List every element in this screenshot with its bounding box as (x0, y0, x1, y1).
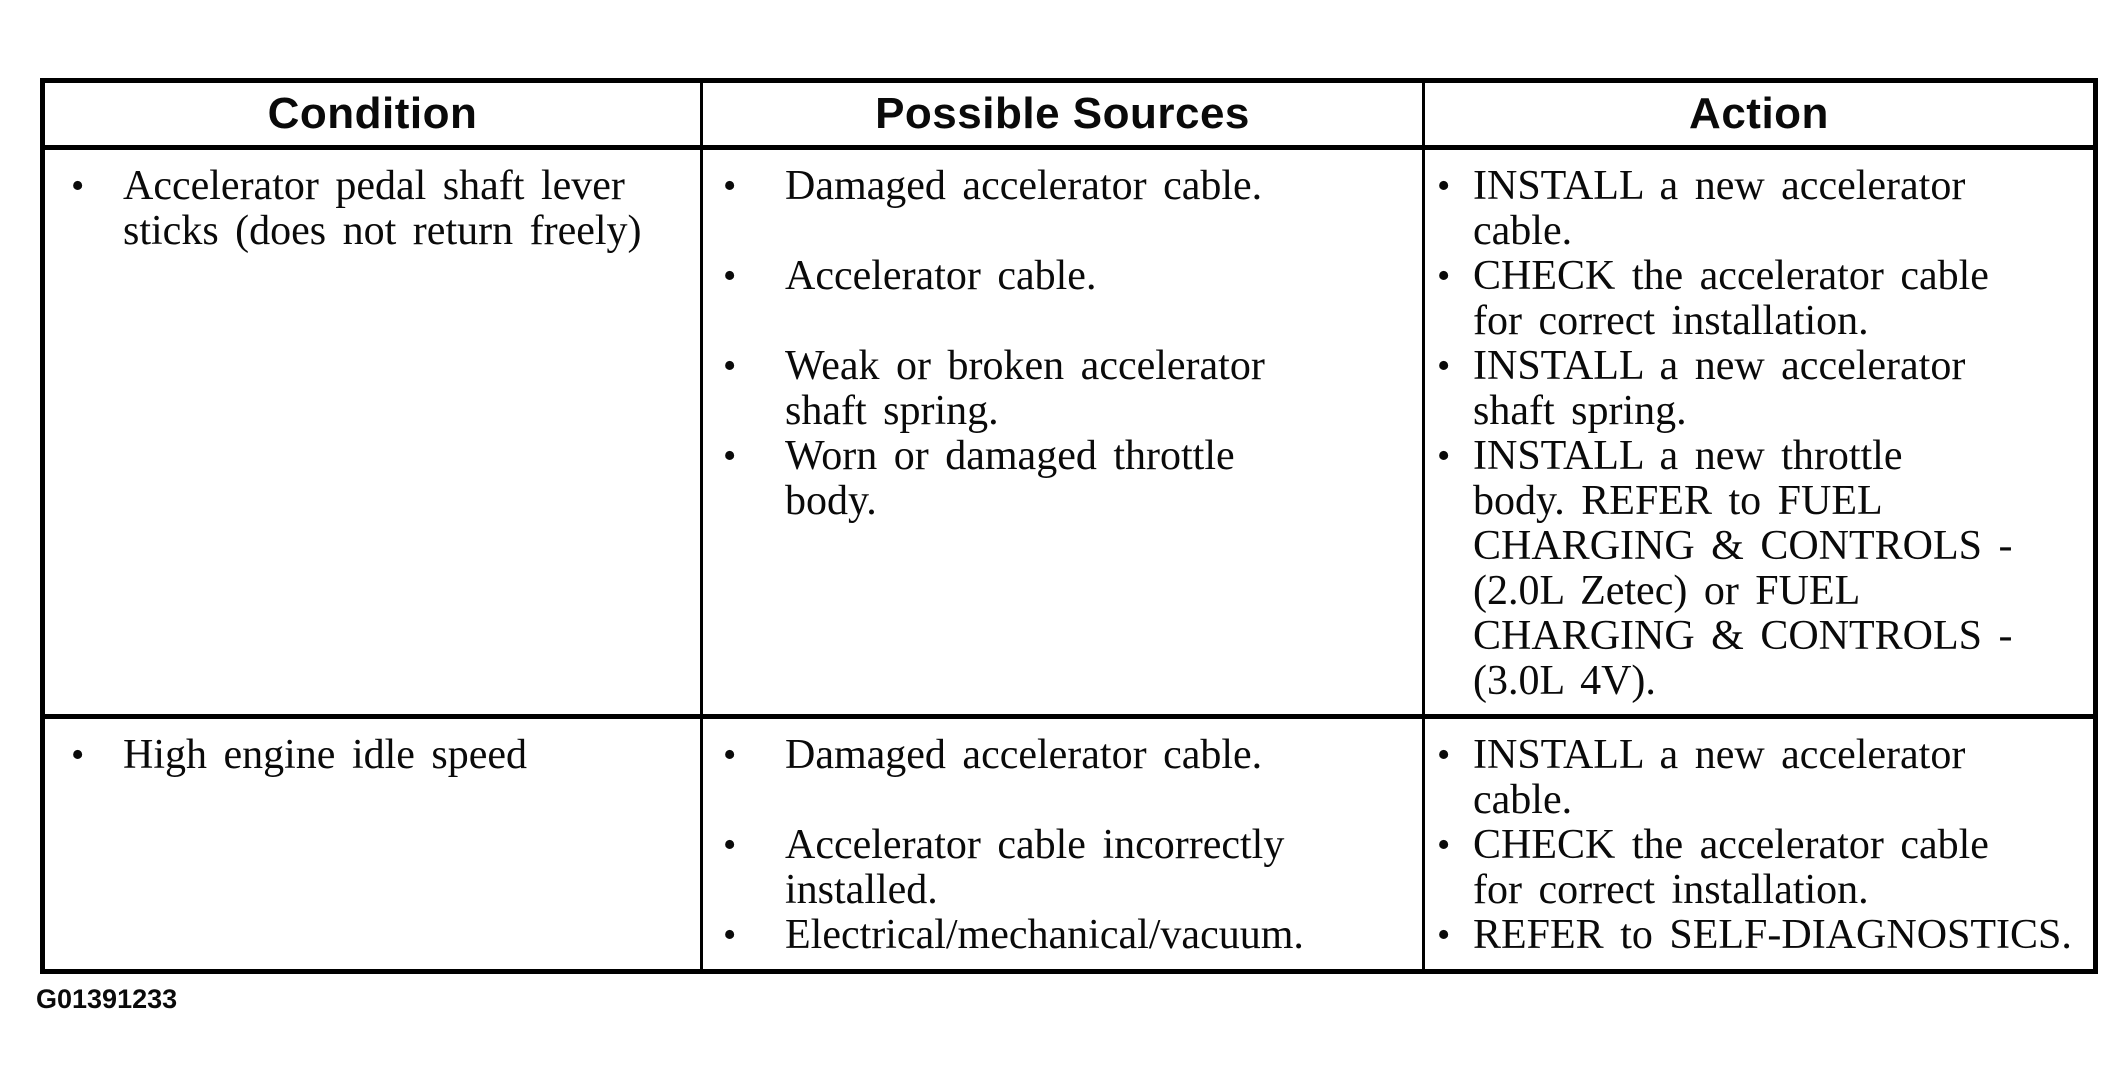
list-item: • INSTALL a new accelerator cable. (1425, 164, 2085, 254)
action-cell: • INSTALL a new accelerator cable. • CHE… (1425, 719, 2093, 969)
list-item-text: Weak or broken accelerator shaft spring. (785, 343, 1265, 434)
column-header-possible-sources: Possible Sources (703, 83, 1425, 145)
table-header-row: Condition Possible Sources Action (45, 83, 2093, 150)
column-header-action: Action (1689, 89, 1829, 138)
bullet-icon: • (723, 255, 737, 297)
list-item: • Accelerator pedal shaft lever sticks (… (45, 164, 692, 254)
list-item-text: REFER to SELF-DIAGNOSTICS. (1473, 912, 2072, 958)
bullet-icon: • (1437, 914, 1451, 956)
list-item: • High engine idle speed (45, 733, 692, 778)
condition-cell: • High engine idle speed (45, 719, 703, 969)
list-item-text: INSTALL a new accelerator shaft spring. (1473, 343, 1966, 434)
condition-cell: • Accelerator pedal shaft lever sticks (… (45, 150, 703, 714)
list-item-text: Accelerator pedal shaft lever sticks (do… (123, 163, 642, 254)
list-item: • Accelerator cable incorrectly installe… (703, 823, 1414, 913)
bullet-icon: • (723, 165, 737, 207)
list-item-text: Accelerator cable incorrectly installed. (785, 822, 1285, 913)
action-cell: • INSTALL a new accelerator cable. • CHE… (1425, 150, 2093, 714)
list-item: • Damaged accelerator cable. (703, 733, 1414, 778)
bullet-icon: • (723, 914, 737, 956)
list-item: • Worn or damaged throttle body. (703, 434, 1414, 524)
bullet-icon: • (1437, 435, 1451, 477)
bullet-icon: • (723, 435, 737, 477)
list-item-text: Damaged accelerator cable. (785, 163, 1263, 209)
bullet-icon: • (71, 734, 85, 776)
list-item: • Weak or broken accelerator shaft sprin… (703, 344, 1414, 434)
possible-sources-cell: • Damaged accelerator cable. • Accelerat… (703, 719, 1425, 969)
bullet-icon: • (1437, 734, 1451, 776)
list-item: • INSTALL a new accelerator cable. (1425, 733, 2085, 823)
bullet-icon: • (1437, 345, 1451, 387)
list-item-text: CHECK the accelerator cable for correct … (1473, 253, 1989, 344)
list-item-text: Worn or damaged throttle body. (785, 433, 1235, 524)
list-item: • Accelerator cable. (703, 254, 1414, 299)
bullet-icon: • (1437, 824, 1451, 866)
diagnostic-table: Condition Possible Sources Action • Acce… (40, 78, 2098, 974)
list-item: • Electrical/mechanical/vacuum. (703, 913, 1414, 958)
bullet-icon: • (1437, 165, 1451, 207)
bullet-icon: • (71, 165, 85, 207)
table-row: • High engine idle speed • Damaged accel… (45, 719, 2093, 969)
list-item-text: INSTALL a new accelerator cable. (1473, 163, 1966, 254)
bullet-icon: • (1437, 255, 1451, 297)
column-header-condition: Condition (45, 83, 703, 145)
list-item-text: Accelerator cable. (785, 253, 1097, 299)
list-item: • CHECK the accelerator cable for correc… (1425, 254, 2085, 344)
bullet-icon: • (723, 345, 737, 387)
list-item-text: INSTALL a new throttle body. REFER to FU… (1473, 433, 2013, 704)
list-item-text: Electrical/mechanical/vacuum. (785, 912, 1304, 958)
list-item: • INSTALL a new accelerator shaft spring… (1425, 344, 2085, 434)
list-item: • REFER to SELF-DIAGNOSTICS. (1425, 913, 2085, 958)
list-item: • INSTALL a new throttle body. REFER to … (1425, 434, 2085, 704)
list-item-text: High engine idle speed (123, 732, 528, 778)
list-item-text: CHECK the accelerator cable for correct … (1473, 822, 1989, 913)
table-row: • Accelerator pedal shaft lever sticks (… (45, 150, 2093, 719)
bullet-icon: • (723, 824, 737, 866)
list-item: • CHECK the accelerator cable for correc… (1425, 823, 2085, 913)
possible-sources-cell: • Damaged accelerator cable. • Accelerat… (703, 150, 1425, 714)
list-item-text: Damaged accelerator cable. (785, 732, 1263, 778)
figure-id-label: G01391233 (36, 984, 178, 1014)
bullet-icon: • (723, 734, 737, 776)
list-item-text: INSTALL a new accelerator cable. (1473, 732, 1966, 823)
list-item: • Damaged accelerator cable. (703, 164, 1414, 209)
